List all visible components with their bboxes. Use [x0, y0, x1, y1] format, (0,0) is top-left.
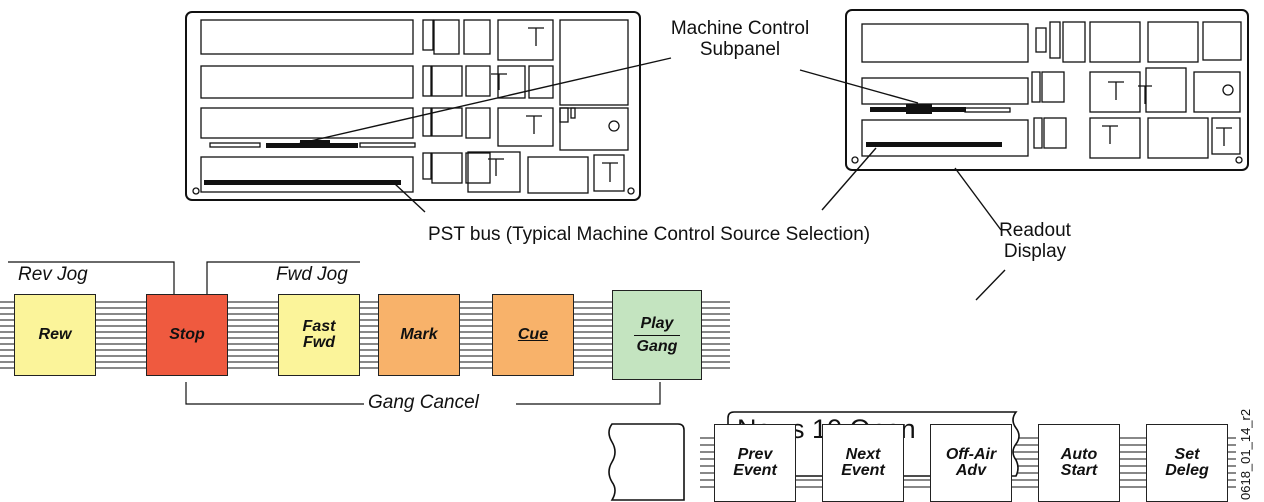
top-bus-lines: [0, 301, 730, 369]
right-control-panel: [845, 9, 1249, 171]
prev-event-line2: Event: [733, 462, 777, 479]
readout-display-label-line1: Readout: [999, 220, 1071, 241]
gang-button-label: Gang: [636, 337, 678, 355]
pst-bus-label: PST bus (Typical Machine Control Source …: [428, 224, 871, 245]
fast-fwd-button-line2: Fwd: [303, 334, 335, 351]
set-deleg-button[interactable]: Set Deleg: [1146, 424, 1228, 502]
auto-start-line2: Start: [1060, 462, 1098, 479]
fwd-jog-label: Fwd Jog: [276, 264, 348, 285]
auto-start-line1: Auto: [1060, 446, 1098, 463]
prev-event-line1: Prev: [737, 446, 773, 463]
mark-button-label: Mark: [400, 326, 438, 343]
prev-event-button[interactable]: Prev Event: [714, 424, 796, 502]
play-gang-button[interactable]: Play Gang: [612, 290, 702, 380]
figure-code-text: 0618_01_14_r2: [1238, 408, 1253, 500]
rew-button[interactable]: Rew: [14, 294, 96, 376]
rev-jog-label: Rev Jog: [18, 264, 88, 285]
cut-off-readout: [608, 423, 685, 501]
machine-control-label-line1: Machine Control: [670, 18, 810, 39]
fast-fwd-button-line1: Fast: [302, 318, 336, 335]
auto-start-button[interactable]: Auto Start: [1038, 424, 1120, 502]
machine-control-label: Machine Control Subpanel: [650, 18, 830, 60]
next-event-button[interactable]: Next Event: [822, 424, 904, 502]
leader-lines: [292, 57, 1006, 301]
set-deleg-line1: Set: [1174, 446, 1200, 463]
stop-button[interactable]: Stop: [146, 294, 228, 376]
off-air-adv-line2: Adv: [955, 462, 987, 479]
play-gang-divider: [634, 334, 680, 336]
readout-display-label: Readout Display: [980, 220, 1090, 262]
left-panel-pst-bars: [204, 140, 401, 185]
gang-cancel-label: Gang Cancel: [368, 392, 479, 413]
off-air-adv-button[interactable]: Off-Air Adv: [930, 424, 1012, 502]
off-air-adv-line1: Off-Air: [945, 446, 997, 463]
next-event-line2: Event: [841, 462, 885, 479]
cue-button[interactable]: Cue: [492, 294, 574, 376]
left-control-panel: [185, 11, 641, 201]
readout-display-label-line2: Display: [1003, 241, 1067, 262]
fast-fwd-button[interactable]: Fast Fwd: [278, 294, 360, 376]
cue-button-label: Cue: [517, 326, 549, 343]
rew-button-label: Rew: [38, 326, 72, 343]
play-button-label: Play: [640, 314, 674, 332]
next-event-line1: Next: [845, 446, 881, 463]
jog-brackets: [8, 261, 661, 405]
right-panel-pst-bars: [866, 104, 1002, 147]
stop-button-label: Stop: [169, 326, 205, 343]
set-deleg-line2: Deleg: [1165, 462, 1209, 479]
mark-button[interactable]: Mark: [378, 294, 460, 376]
machine-control-label-line2: Subpanel: [699, 39, 781, 60]
